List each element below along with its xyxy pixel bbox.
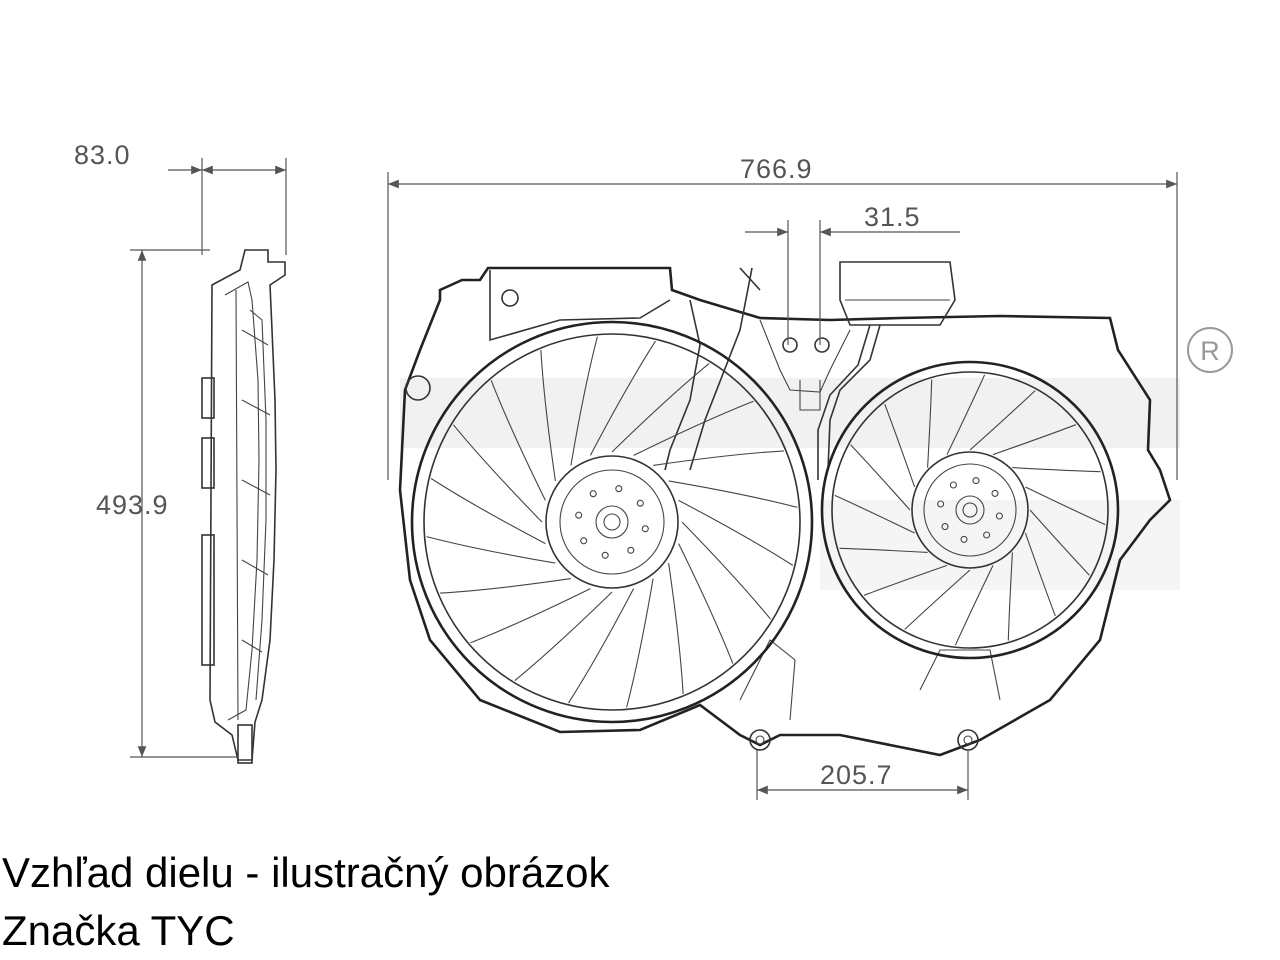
fan-blade <box>992 424 1077 456</box>
fan-blade <box>611 362 710 453</box>
dimension-offset: 31.5 <box>745 202 960 345</box>
hub-hole <box>960 535 968 543</box>
fan-blade <box>839 547 928 553</box>
fan-blade <box>514 591 613 682</box>
fan-blade <box>490 380 546 501</box>
registered-trademark-icon: R <box>1187 327 1233 373</box>
hub-hole <box>991 489 999 497</box>
hub-hole <box>580 537 588 545</box>
fan-blade <box>568 588 635 704</box>
fan-blade <box>678 499 794 566</box>
fan-blade <box>1025 486 1106 526</box>
hub-hole <box>972 477 980 485</box>
caption-illustration-note: Vzhľad dielu - ilustračný obrázok <box>2 849 610 896</box>
svg-text:R: R <box>1200 336 1220 366</box>
side-view <box>201 249 286 764</box>
fan-blade <box>570 336 598 466</box>
fan-blade <box>440 578 571 594</box>
dimension-width-label: 766.9 <box>740 154 813 184</box>
fan-blade <box>430 478 546 545</box>
dimension-width: 766.9 <box>387 154 1178 480</box>
dimension-offset-label: 31.5 <box>864 202 921 232</box>
hub-hole <box>589 490 597 498</box>
hub-hole <box>995 512 1003 520</box>
fan-blade <box>927 379 933 468</box>
fan-blade <box>540 350 556 481</box>
fan-blade <box>681 521 772 620</box>
dimension-height: 493.9 <box>96 249 238 758</box>
hub-hole <box>949 481 957 489</box>
fan-blade <box>884 403 916 488</box>
hub-hole <box>601 551 609 559</box>
caption-brand: Značka TYC <box>2 907 235 954</box>
left-fan <box>410 320 814 724</box>
hub-hole <box>983 531 991 539</box>
dimension-mount-spacing-label: 205.7 <box>820 760 893 790</box>
fan-blade <box>969 390 1036 451</box>
hub-hole <box>615 485 623 493</box>
hub-hole <box>627 546 635 554</box>
fan-blade <box>426 536 556 564</box>
fan-blade <box>653 450 784 466</box>
hub-hole <box>575 511 583 519</box>
fan-blade <box>1029 509 1090 576</box>
fan-blade <box>946 374 986 455</box>
fan-blade <box>452 424 543 523</box>
dimension-mount-spacing: 205.7 <box>756 750 969 800</box>
fan-blade <box>1012 467 1101 473</box>
fan-blade <box>1024 532 1056 617</box>
hub-hole <box>937 500 945 508</box>
fan-blade <box>954 565 994 646</box>
hub-hole <box>941 523 949 531</box>
fan-blade <box>633 400 754 456</box>
dimension-depth-label: 83.0 <box>74 140 131 170</box>
right-fan <box>820 360 1120 660</box>
fan-blade <box>678 543 734 664</box>
hub-hole <box>636 499 644 507</box>
fan-blade <box>834 494 915 534</box>
fan-blade <box>589 340 656 456</box>
fan-blade <box>668 480 798 508</box>
fan-blade <box>863 564 948 596</box>
fan-blade <box>626 578 654 708</box>
shroud <box>398 261 1172 757</box>
hub-hole <box>641 525 649 533</box>
fan-blade <box>850 444 911 511</box>
fan-blade <box>904 569 971 630</box>
watermark <box>400 378 1180 590</box>
dimension-height-label: 493.9 <box>96 490 169 520</box>
fan-blade <box>470 588 591 644</box>
dimension-depth: 83.0 <box>74 140 287 255</box>
fan-blade <box>668 563 684 694</box>
fan-blade <box>1007 552 1013 641</box>
